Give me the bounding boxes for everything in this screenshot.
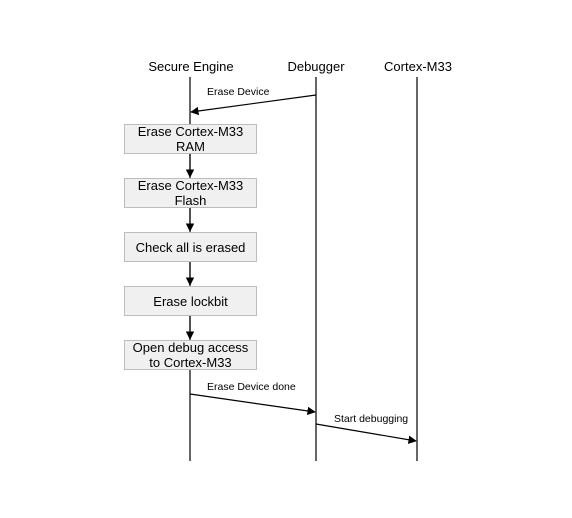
erase-ram-box: Erase Cortex-M33 RAM bbox=[124, 124, 257, 154]
check-erased-box: Check all is erased bbox=[124, 232, 257, 262]
cortex-title: Cortex-M33 bbox=[384, 59, 452, 74]
start-debugging-label: Start debugging bbox=[334, 413, 409, 425]
secure-engine-title: Secure Engine bbox=[148, 59, 234, 74]
erase-flash-line2: Flash bbox=[174, 193, 207, 208]
erase-device-label: Erase Device bbox=[207, 86, 270, 98]
erase-flash-line1: Erase Cortex-M33 bbox=[137, 178, 244, 193]
start-debugging-arrow bbox=[315, 423, 417, 444]
erase-device-done-label: Erase Device done bbox=[207, 381, 296, 393]
open-debug-box: Open debug access to Cortex-M33 bbox=[124, 340, 257, 370]
erase-ram-line2: RAM bbox=[176, 139, 205, 154]
erase-ram-line1: Erase Cortex-M33 bbox=[137, 124, 244, 139]
open-debug-line2: to Cortex-M33 bbox=[149, 355, 232, 370]
erase-device-arrow bbox=[190, 94, 317, 116]
open-debug-line1: Open debug access bbox=[132, 340, 249, 355]
erase-lockbit-box: Erase lockbit bbox=[124, 286, 257, 316]
debugger-title: Debugger bbox=[287, 59, 345, 74]
erase-flash-box: Erase Cortex-M33 Flash bbox=[124, 178, 257, 208]
check-erased-label: Check all is erased bbox=[135, 239, 246, 255]
erase-lockbit-label: Erase lockbit bbox=[153, 293, 228, 309]
erase-device-done-arrow bbox=[189, 393, 316, 416]
